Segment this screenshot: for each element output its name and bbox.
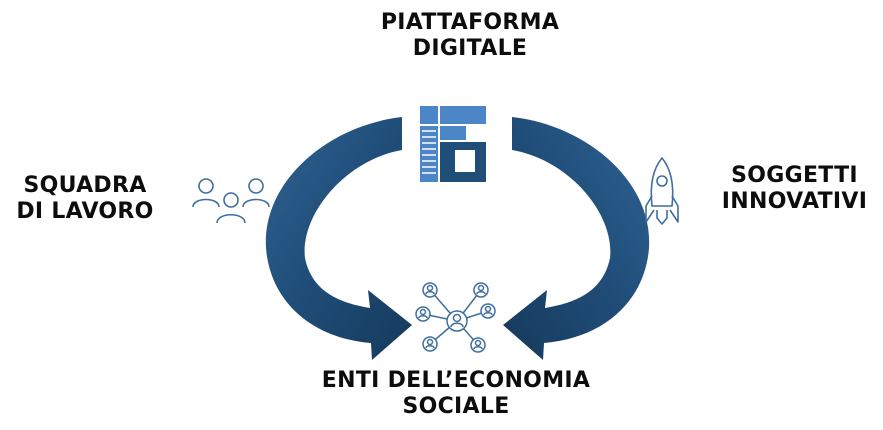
node-label-platform: PIATTAFORMA DIGITALE [345, 10, 595, 62]
platform-label-line2: DIGITALE [412, 35, 528, 61]
node-label-innovators: SOGGETTI INNOVATIVI [706, 163, 883, 215]
team-label-line1: SQUADRA [23, 173, 147, 198]
social-economy-label-line2: SOCIALE [402, 393, 510, 419]
social-economy-label-line1: ENTI DELL’ECONOMIA [321, 368, 591, 393]
innovators-label-line2: INNOVATIVI [721, 188, 868, 214]
platform-label-line1: PIATTAFORMA [380, 10, 560, 35]
people-group-icon [192, 178, 270, 224]
left-curved-arrow [265, 117, 412, 360]
network-people-icon [415, 282, 496, 353]
node-label-team: SQUADRA DI LAVORO [0, 173, 170, 225]
rocket-icon [645, 157, 679, 225]
node-label-social-economy: ENTI DELL’ECONOMIA SOCIALE [260, 368, 652, 420]
digital-platform-logo-icon [420, 106, 486, 182]
innovators-label-line1: SOGGETTI [731, 163, 858, 188]
team-label-line2: DI LAVORO [16, 198, 154, 224]
right-curved-arrow [503, 117, 650, 360]
